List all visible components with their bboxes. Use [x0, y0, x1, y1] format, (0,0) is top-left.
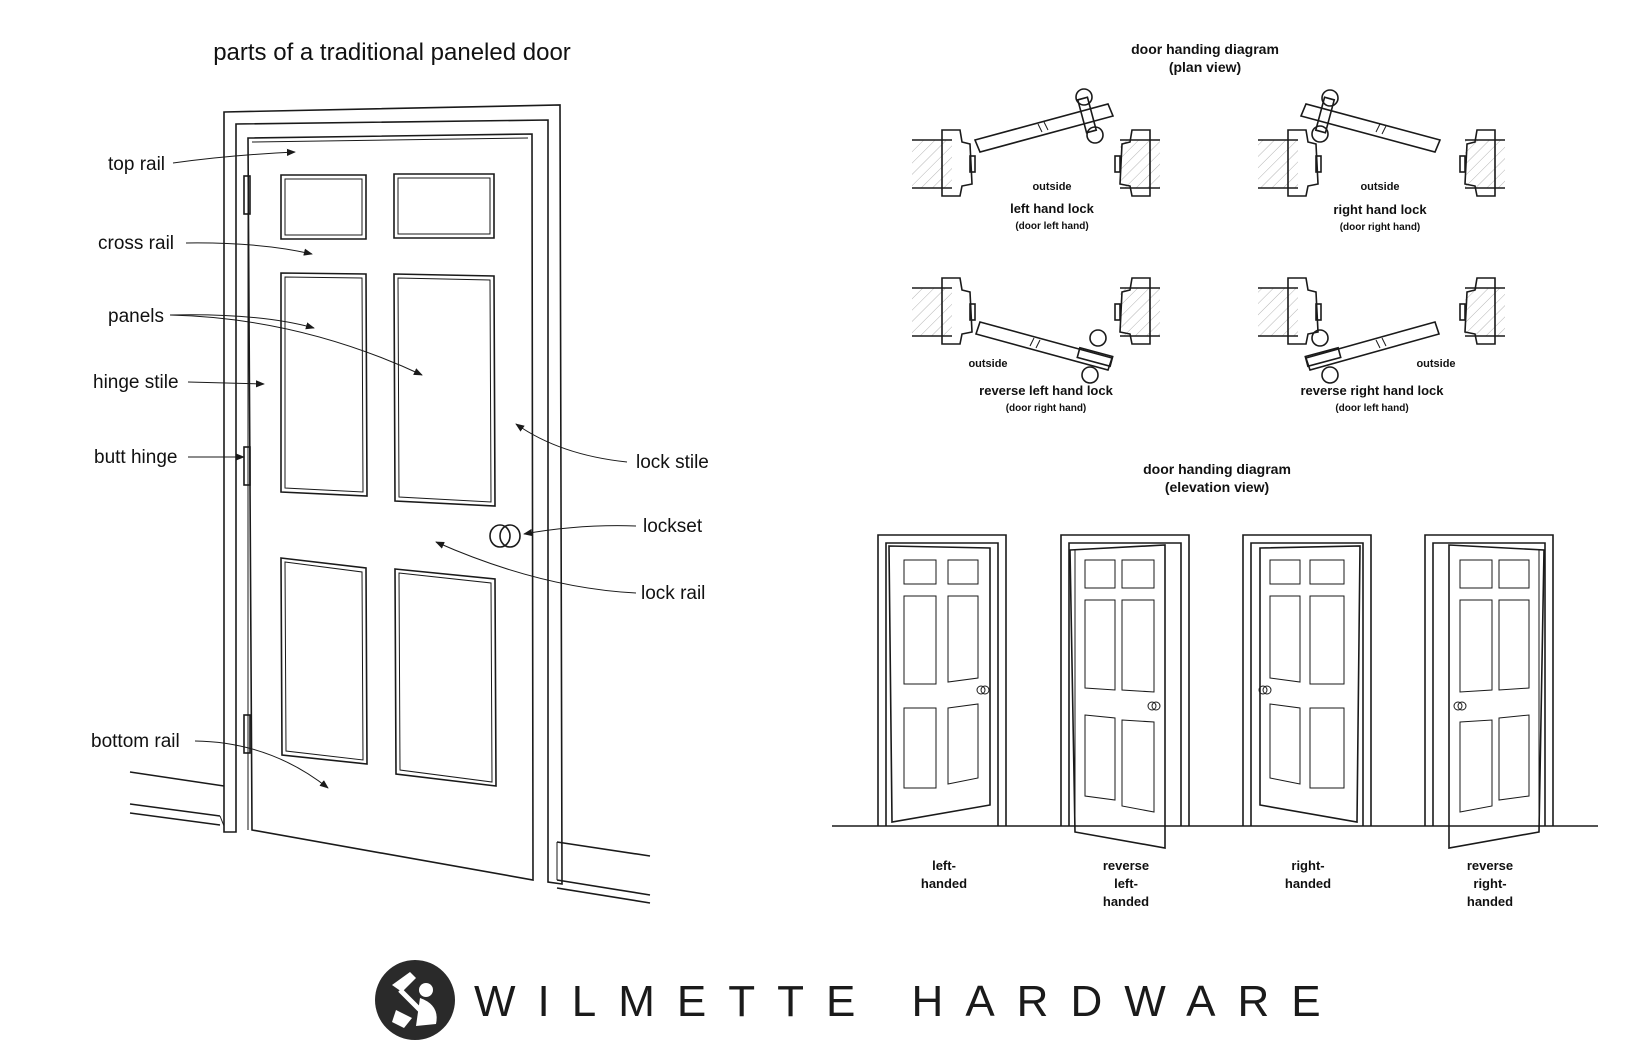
plan-left-hand-lock: outside left hand lock (door left hand) — [912, 88, 1160, 232]
door-casing — [223, 104, 563, 885]
label-bottom-rail: bottom rail — [91, 731, 180, 752]
svg-text:handed: handed — [1467, 894, 1513, 909]
brand-name: WILMETTE HARDWARE — [474, 977, 1343, 1026]
svg-text:outside: outside — [1032, 181, 1071, 193]
hinge-middle — [243, 446, 251, 486]
elevation-view-diagram: door handing diagram (elevation view) le… — [832, 461, 1598, 909]
svg-text:handed: handed — [921, 876, 967, 891]
svg-text:left-: left- — [1114, 876, 1138, 891]
svg-text:outside: outside — [1416, 358, 1455, 370]
plan-caption-4: reverse right hand lock — [1300, 383, 1444, 398]
floor-baseboard — [129, 771, 651, 904]
svg-text:(door right hand): (door right hand) — [1006, 403, 1087, 414]
elevation-title-line2: (elevation view) — [1165, 479, 1269, 495]
door-slab — [247, 133, 534, 881]
svg-text:(door right hand): (door right hand) — [1340, 222, 1421, 233]
plan-caption-3: reverse left hand lock — [979, 383, 1113, 398]
label-hinge-stile: hinge stile — [93, 372, 179, 393]
elevation-door-right-handed: right- handed — [1242, 534, 1372, 891]
label-lock-stile: lock stile — [636, 452, 709, 473]
plan-right-hand-lock: outside right hand lock (door right hand… — [1258, 89, 1505, 233]
svg-text:reverse: reverse — [1467, 858, 1513, 873]
hinge-top — [243, 175, 251, 215]
label-cross-rail: cross rail — [98, 233, 174, 254]
svg-text:right-: right- — [1291, 858, 1324, 873]
svg-text:handed: handed — [1103, 894, 1149, 909]
brand-footer: WILMETTE HARDWARE — [375, 960, 1343, 1040]
plan-caption-2: right hand lock — [1333, 202, 1427, 217]
svg-text:right-: right- — [1473, 876, 1506, 891]
paneled-door-illustration: parts of a traditional paneled door — [91, 39, 709, 904]
elevation-door-left-handed: left- handed — [877, 534, 1007, 891]
lockset-knob-icon — [489, 524, 521, 548]
plan-reverse-left-hand-lock: outside reverse left hand lock (door rig… — [912, 277, 1160, 414]
plan-title-line2: (plan view) — [1169, 59, 1241, 75]
elevation-title-line1: door handing diagram — [1143, 461, 1291, 477]
svg-text:outside: outside — [1360, 181, 1399, 193]
label-butt-hinge: butt hinge — [94, 447, 177, 468]
label-lockset: lockset — [643, 516, 703, 537]
elevation-door-reverse-right-handed: reverse right- handed — [1424, 534, 1554, 909]
plan-caption-1: left hand lock — [1010, 201, 1095, 216]
svg-text:(door left hand): (door left hand) — [1335, 403, 1408, 414]
label-panels: panels — [108, 306, 164, 327]
plan-view-diagram: door handing diagram (plan view) outside… — [912, 41, 1505, 414]
label-top-rail: top rail — [108, 154, 165, 175]
svg-text:(door left hand): (door left hand) — [1015, 221, 1088, 232]
svg-text:left-: left- — [932, 858, 956, 873]
label-lock-rail: lock rail — [641, 583, 705, 604]
door-panels — [280, 173, 497, 787]
elevation-door-reverse-left-handed: reverse left- handed — [1060, 534, 1190, 909]
svg-text:handed: handed — [1285, 876, 1331, 891]
hammer-figure-icon — [375, 960, 455, 1040]
plan-reverse-right-hand-lock: outside reverse right hand lock (door le… — [1258, 277, 1505, 414]
plan-title-line1: door handing diagram — [1131, 41, 1279, 57]
main-title: parts of a traditional paneled door — [213, 39, 571, 66]
svg-text:reverse: reverse — [1103, 858, 1149, 873]
svg-text:outside: outside — [968, 358, 1007, 370]
hinge-bottom — [243, 714, 251, 754]
